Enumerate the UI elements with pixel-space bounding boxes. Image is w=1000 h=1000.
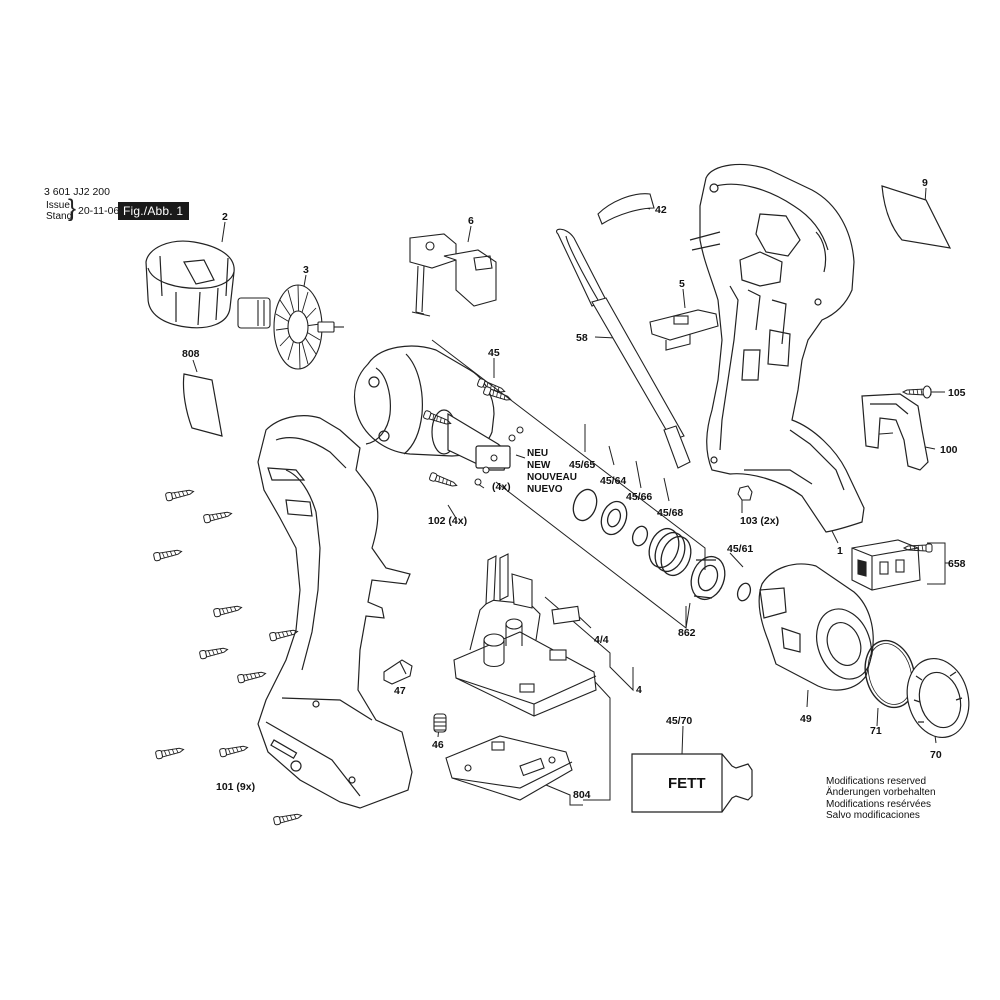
screw-101-c	[152, 547, 183, 562]
stand-label: Stand	[46, 211, 73, 222]
label-4-4: 4/4	[594, 634, 609, 646]
strap-part	[556, 228, 691, 469]
label-102: 102 (4x)	[428, 515, 467, 527]
ring-71	[864, 639, 916, 709]
label-strip-part	[597, 193, 655, 225]
belt-clip-part	[861, 393, 929, 471]
screw-head-105	[922, 385, 932, 399]
ring-45-61	[736, 582, 752, 602]
screw-101-j	[272, 811, 303, 826]
label-804: 804	[573, 789, 591, 801]
modifications-notice: Modifications reserved Änderungen vorbeh…	[826, 776, 936, 821]
label-70: 70	[930, 749, 942, 761]
screw-101-h	[154, 745, 185, 760]
plate-804	[445, 735, 573, 801]
label-101: 101 (9x)	[216, 781, 255, 793]
label-45: 45	[488, 347, 500, 359]
modifications-line-fr: Modifications resérvées	[826, 798, 932, 810]
front-cover-49	[758, 563, 874, 691]
label-58: 58	[576, 332, 588, 344]
hammer-862	[690, 555, 726, 601]
label-808	[182, 373, 223, 437]
figure-label: Fig./Abb. 1	[118, 202, 190, 220]
label-new: NEW	[527, 460, 551, 471]
modifications-line-de: Änderungen vorbehalten	[826, 787, 936, 799]
label-862: 862	[678, 627, 696, 639]
direction-switch-part	[649, 309, 719, 351]
issue-stand-label: Issue Stand	[46, 200, 72, 222]
label-45-65: 45/65	[569, 459, 595, 471]
label-5: 5	[679, 278, 685, 290]
label-42: 42	[655, 204, 667, 216]
nameplate-part	[881, 185, 952, 249]
label-3: 3	[303, 264, 309, 276]
bumper-70	[906, 657, 970, 739]
ring-parts	[572, 488, 752, 602]
label-808: 808	[182, 348, 200, 360]
housing-right-half	[689, 163, 865, 533]
issue-date: 20-11-06	[78, 205, 120, 217]
label-658: 658	[948, 558, 966, 570]
housing-left-half	[257, 415, 413, 809]
modifications-line-en: Modifications reserved	[826, 776, 927, 787]
label-45-68: 45/68	[657, 507, 683, 519]
label-45-64: 45/64	[600, 475, 626, 487]
issue-label: Issue	[46, 200, 70, 211]
stator-part	[145, 240, 235, 329]
label-71: 71	[870, 725, 882, 737]
ring-71-inner	[867, 643, 913, 705]
gear-housing-part	[353, 345, 511, 471]
label-105: 105	[948, 387, 966, 399]
nut-part-103	[737, 485, 753, 501]
label-103: 103 (2x)	[740, 515, 779, 527]
label-45-70: 45/70	[666, 715, 692, 727]
label-9: 9	[922, 177, 928, 189]
screw-101-b	[202, 509, 233, 524]
brace-glyph: }	[68, 195, 77, 222]
screw-101-i	[218, 743, 249, 758]
screw-101-f	[198, 645, 229, 660]
new-part-labels: NEU NEW NOUVEAU NUEVO	[527, 448, 577, 495]
modifications-line-es: Salvo modificaciones	[826, 809, 920, 821]
grease-tube-45-70	[631, 753, 753, 813]
label-6: 6	[468, 215, 474, 227]
label-47: 47	[394, 685, 406, 697]
steel-balls	[474, 426, 524, 486]
label-2: 2	[222, 211, 228, 223]
screw-102-d	[428, 471, 459, 490]
ring-45-65	[572, 488, 598, 522]
ring-45-66	[631, 525, 649, 547]
electronics-module	[453, 553, 597, 717]
part-labels: 2 3 6 42 9 5 58 808 45 105 100 45/65 45/…	[182, 177, 966, 801]
led-holder-part	[851, 539, 921, 591]
screw-101-d	[212, 603, 243, 618]
label-nouveau: NOUVEAU	[527, 472, 577, 483]
screw-101-a	[164, 487, 195, 502]
label-100: 100	[940, 444, 958, 456]
document-number: 3 601 JJ2 200	[44, 186, 110, 198]
screw-101-g	[236, 669, 267, 684]
label-4x: (4x)	[492, 481, 511, 493]
label-1: 1	[837, 545, 843, 557]
switch-part	[409, 233, 497, 317]
rotor-part	[237, 284, 344, 370]
label-4: 4	[636, 684, 642, 696]
label-46: 46	[432, 739, 444, 751]
label-45-66: 45/66	[626, 491, 652, 503]
label-neu: NEU	[527, 448, 548, 459]
button-47	[383, 659, 413, 685]
label-fett: FETT	[668, 775, 706, 792]
washer-45-64	[600, 500, 628, 536]
spring-45-68	[648, 527, 692, 577]
label-45-61: 45/61	[727, 543, 753, 555]
label-nuevo: NUEVO	[527, 484, 563, 495]
spring-46	[433, 713, 447, 733]
label-49: 49	[800, 713, 812, 725]
